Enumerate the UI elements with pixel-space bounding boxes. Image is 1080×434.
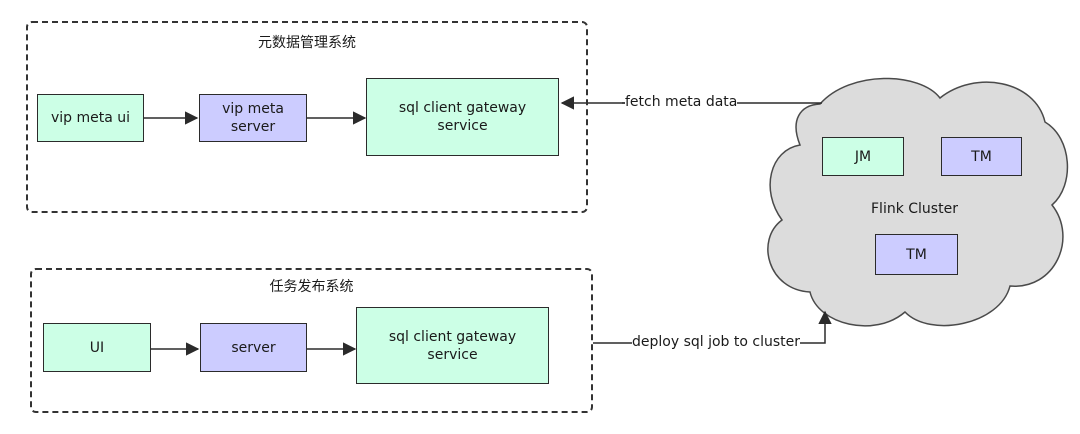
deploy-sql-job-label: deploy sql job to cluster	[632, 334, 801, 350]
ui-node: UI	[43, 323, 151, 372]
sql-client-gateway-node-1: sql client gateway service	[366, 78, 559, 156]
jm-node: JM	[822, 137, 904, 176]
meta-system-group: 元数据管理系统	[26, 21, 588, 213]
server-node: server	[200, 323, 307, 372]
tm-node-1: TM	[941, 137, 1022, 176]
vip-meta-server-node: vip meta server	[199, 94, 307, 142]
task-system-group: 任务发布系统	[30, 268, 593, 413]
meta-system-title: 元数据管理系统	[258, 35, 356, 51]
sql-client-gateway-node-2: sql client gateway service	[356, 307, 549, 384]
task-system-title: 任务发布系统	[269, 279, 354, 295]
flink-cluster-label: Flink Cluster	[871, 201, 958, 217]
tm-node-2: TM	[875, 234, 958, 275]
vip-meta-ui-node: vip meta ui	[37, 94, 144, 142]
fetch-meta-data-label: fetch meta data	[625, 94, 738, 110]
